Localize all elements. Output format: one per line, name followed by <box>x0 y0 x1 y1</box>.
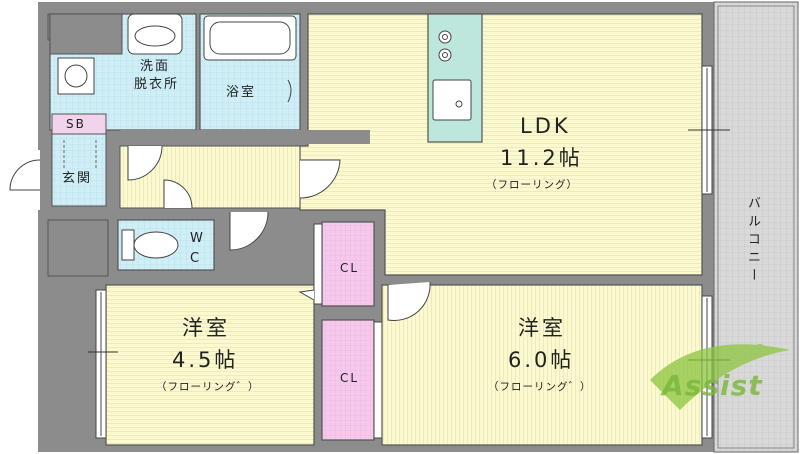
washroom-label-1: 洗面 <box>140 59 171 74</box>
toilet-label-c: C <box>190 251 202 266</box>
toilet-label-w: W <box>190 231 205 246</box>
balcony <box>713 1 799 453</box>
ldk-floor: （フローリング） <box>486 179 578 191</box>
watermark-logo <box>650 344 790 410</box>
storage-left <box>47 219 109 277</box>
ldk-size: 11.2帖 <box>500 146 583 170</box>
closet-b <box>321 319 375 441</box>
shoe-box-label: SB <box>66 117 86 131</box>
closet-a-label: CL <box>340 261 360 275</box>
balcony-label: バルコニー <box>745 196 760 286</box>
western-room-a <box>105 284 315 446</box>
western-a-name: 洋室 <box>182 316 230 340</box>
western-a-floor: （フローリング゛） <box>156 381 260 393</box>
kitchen-counter <box>427 13 483 143</box>
closet-b-label: CL <box>340 371 360 385</box>
western-b-floor: （フローリング゛） <box>488 381 592 393</box>
washroom-label-2: 脱衣所 <box>134 77 180 92</box>
entrance-label: 玄関 <box>62 171 93 186</box>
bath-label: 浴室 <box>226 85 257 100</box>
western-b-name: 洋室 <box>518 316 566 340</box>
entrance-floor <box>51 133 107 207</box>
closet-a <box>321 221 375 307</box>
western-room-b <box>381 284 703 446</box>
western-b-size: 6.0帖 <box>508 348 575 372</box>
western-a-size: 4.5帖 <box>172 348 239 372</box>
watermark-text: Assist <box>662 369 763 402</box>
ldk-name: LDK <box>520 114 571 138</box>
